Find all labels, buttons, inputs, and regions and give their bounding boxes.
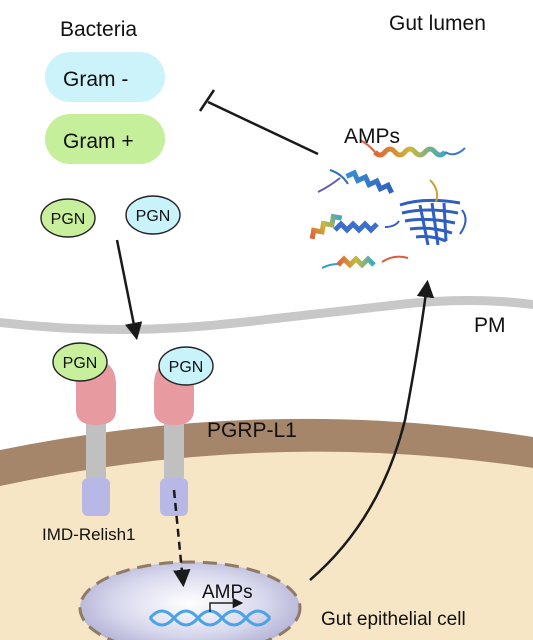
- pgrp-l1-label: PGRP-L1: [207, 419, 297, 442]
- imd-relish-arrow: [172, 489, 191, 588]
- gram-positive-pill: [45, 114, 165, 164]
- gram-positive-label: Gram +: [63, 130, 134, 153]
- amps-nucleus-label: AMPs: [202, 582, 253, 603]
- receptor-left: [76, 360, 116, 516]
- pgn-bound-green-label: PGN: [63, 355, 98, 372]
- arrow-pgn-to-receptor: [115, 239, 143, 341]
- pgn-bound-green: [52, 342, 108, 382]
- amp-structures-icon: [309, 139, 467, 269]
- pgn-bound-blue-label: PGN: [169, 359, 204, 376]
- transcription-arrow-icon: [209, 597, 244, 612]
- secretion-arrow: [309, 279, 435, 581]
- pgn-bound-blue: [158, 346, 214, 386]
- gram-negative-label: Gram -: [63, 68, 128, 91]
- pgn-free-green-label: PGN: [51, 211, 86, 228]
- pgn-free-green: [40, 198, 96, 238]
- bacteria-label: Bacteria: [60, 18, 137, 41]
- imd-relish1-label: IMD-Relish1: [42, 525, 136, 544]
- pm-label: PM: [474, 314, 506, 337]
- amps-top-label: AMPs: [344, 125, 400, 148]
- pgn-free-blue-label: PGN: [136, 208, 171, 225]
- pgn-free-blue: [125, 195, 181, 235]
- pm-line: [0, 296, 533, 334]
- gut-epithelial-cell-label: Gut epithelial cell: [321, 609, 466, 630]
- inhibition-line: [207, 100, 319, 156]
- inhibition-bar: [198, 89, 216, 112]
- gut-lumen-label: Gut lumen: [389, 12, 486, 35]
- gram-negative-pill: [45, 52, 165, 102]
